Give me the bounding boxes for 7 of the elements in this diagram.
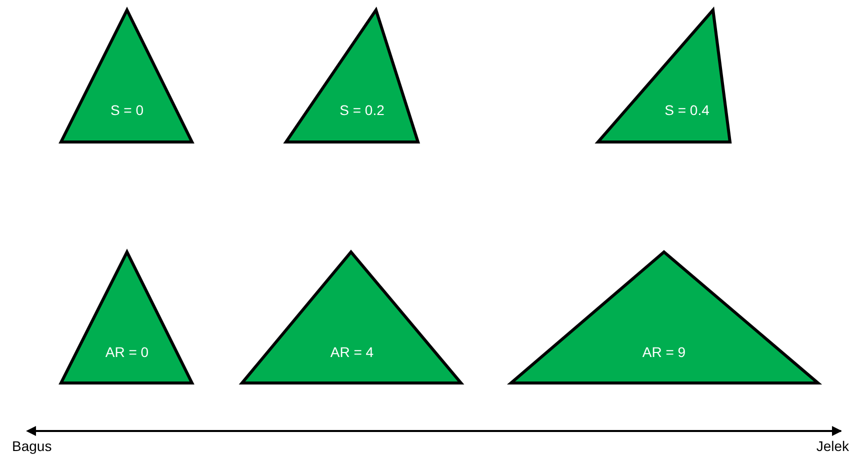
scale-end-label: Jelek — [816, 438, 849, 454]
triangle-label: AR = 0 — [105, 344, 149, 360]
triangle-label: S = 0 — [110, 102, 144, 118]
triangle-label: S = 0.4 — [664, 102, 710, 118]
triangle-label: AR = 4 — [330, 344, 374, 360]
scale-end-label: Bagus — [12, 438, 52, 454]
triangle-label: S = 0.2 — [340, 102, 384, 118]
